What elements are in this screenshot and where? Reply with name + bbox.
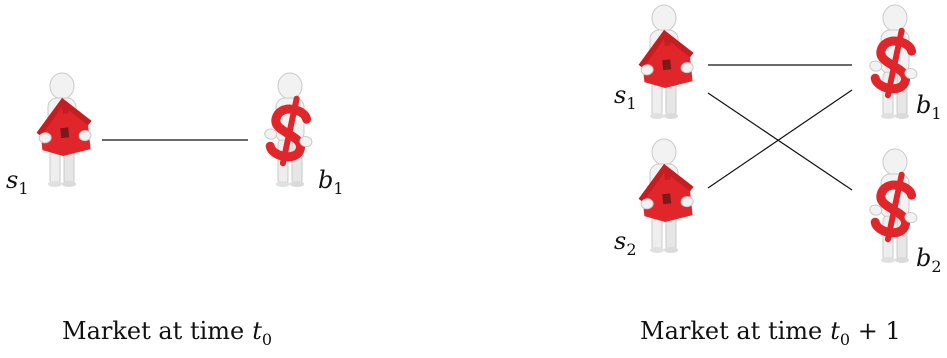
buyer-b1-label: b1: [916, 91, 942, 123]
buyer-b1-icon: [259, 72, 320, 188]
seller-s1-label: s1: [6, 166, 29, 198]
seller-s2-icon: [634, 138, 698, 254]
edge-s1-b2: [707, 92, 853, 191]
seller-s1-label: s1: [614, 81, 637, 113]
seller-s2-label: s2: [614, 227, 637, 259]
seller-s1-icon: [32, 72, 96, 188]
seller-s1-icon: [634, 4, 698, 120]
buyer-b1-label: b1: [318, 166, 344, 198]
buyer-b2-label: b2: [916, 244, 942, 276]
edge-s2-b1: [707, 89, 853, 189]
